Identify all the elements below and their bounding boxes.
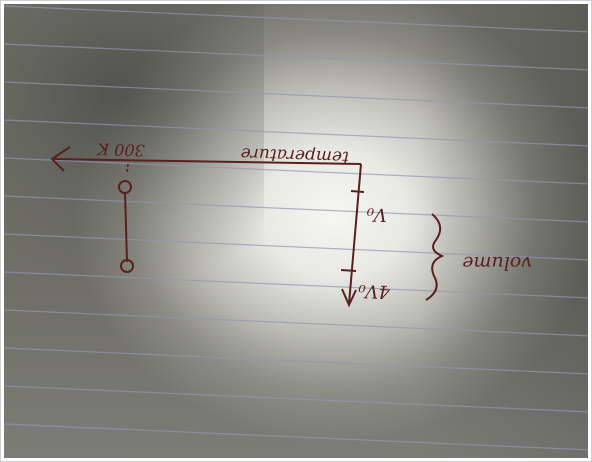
volume-axis-line — [348, 163, 362, 305]
ruled-line — [4, 309, 588, 337]
state-point-final — [120, 259, 134, 273]
ruled-line — [4, 5, 588, 33]
volume-axis-arrowhead — [341, 288, 357, 308]
shadow-overlay — [4, 4, 264, 334]
ruled-line — [4, 347, 588, 375]
ruled-line — [4, 423, 588, 451]
lighter-bottom — [4, 288, 588, 458]
ruled-line — [4, 195, 588, 223]
process-line — [124, 191, 128, 263]
tick-label-4v0: 4V₀ — [358, 280, 391, 302]
notebook-paper: temperature 300 K V₀ 4V₀ volume — [4, 4, 588, 458]
handwritten-sketch: temperature 300 K V₀ 4V₀ volume — [4, 5, 588, 451]
state-point-initial — [118, 180, 132, 194]
temperature-axis-arrowhead — [50, 146, 71, 172]
tick-300k — [126, 163, 129, 175]
ruled-line — [4, 385, 588, 413]
ruled-line — [4, 157, 588, 185]
tick-v0 — [350, 190, 365, 193]
shadow-overlay-right — [418, 4, 588, 458]
tick-label-v0: V₀ — [366, 203, 387, 225]
ruled-line — [4, 233, 588, 261]
tick-4v0 — [340, 269, 357, 272]
ruled-line — [4, 271, 588, 299]
ruled-line — [4, 119, 588, 147]
volume-label: volume — [462, 252, 532, 274]
temperature-axis-line — [51, 158, 362, 165]
tick-label-300k: 300 K — [96, 139, 145, 160]
ruled-line — [4, 81, 588, 109]
temperature-label: temperature — [240, 143, 349, 167]
ruled-line — [4, 43, 588, 71]
volume-brace — [425, 213, 445, 301]
ruled-lines — [4, 5, 588, 451]
